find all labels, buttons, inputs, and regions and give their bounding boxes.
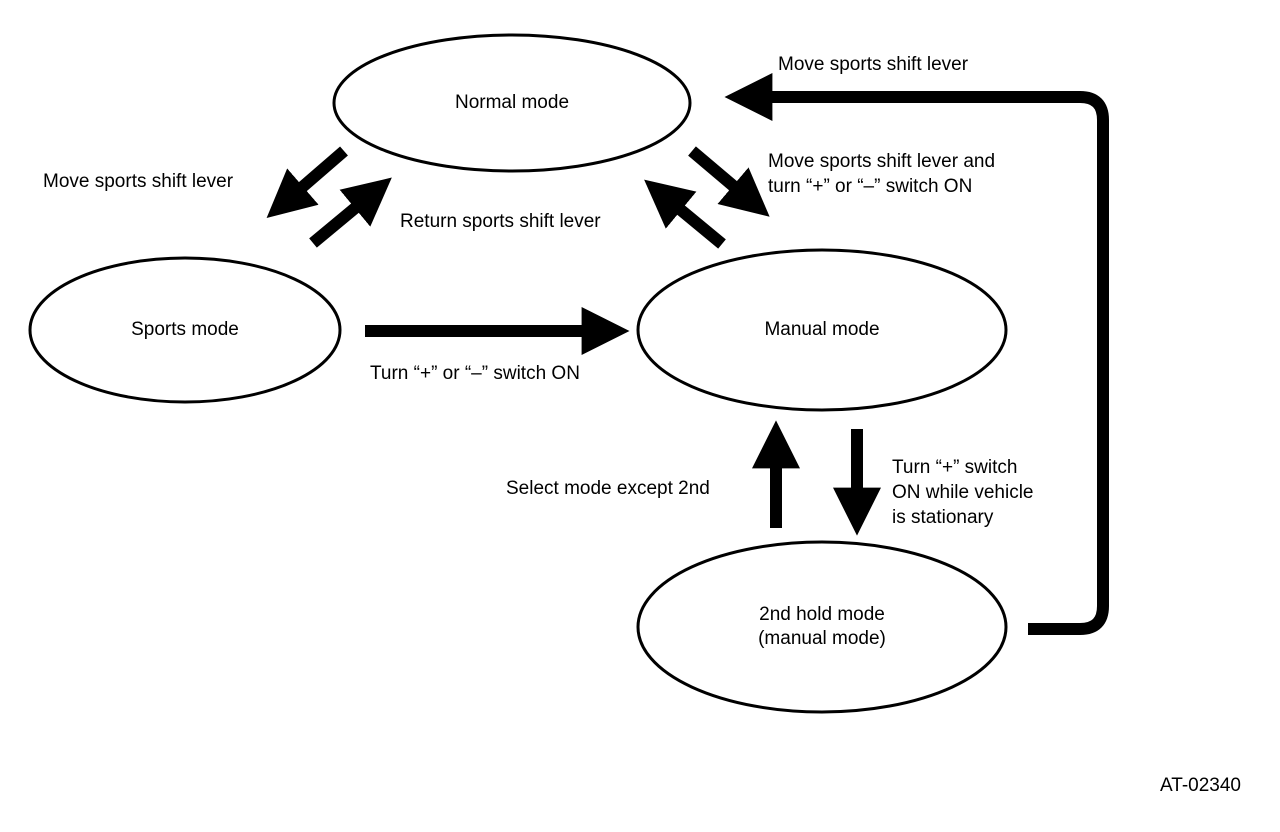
edge-label-manual-to-hold-line1: Turn “+” switch — [892, 457, 1018, 478]
edge-label-normal-to-manual-line2: turn “+” or “–” switch ON — [768, 176, 973, 197]
node-hold-label-line1: 2nd hold mode — [759, 604, 885, 625]
arrow-normal-to-sports — [266, 146, 348, 218]
node-manual-label: Manual mode — [764, 319, 880, 340]
arrow-manual-to-normal — [644, 179, 726, 249]
arrow-sports-to-normal — [309, 177, 392, 248]
node-manual-mode — [636, 248, 1008, 412]
arrow-hold-to-normal — [724, 73, 1109, 635]
edge-label-sports-to-manual: Turn “+” or “–” switch ON — [370, 363, 580, 384]
node-hold-label-line2: (manual mode) — [758, 628, 886, 649]
node-normal-mode — [332, 33, 692, 173]
node-sports-label: Sports mode — [131, 319, 239, 340]
edge-label-hold-to-normal: Move sports shift lever — [778, 54, 969, 75]
arrow-normal-to-manual — [688, 146, 770, 217]
edge-label-manual-to-hold-line2: ON while vehicle — [892, 482, 1034, 503]
edge-label-manual-to-hold-line3: is stationary — [892, 507, 994, 528]
node-sports-mode — [28, 256, 342, 404]
edge-label-hold-to-manual: Select mode except 2nd — [506, 478, 710, 499]
node-2nd-hold-mode — [636, 540, 1008, 714]
figure-id: AT-02340 — [1160, 775, 1241, 796]
edge-label-sports-to-normal: Return sports shift lever — [400, 211, 601, 232]
edge-label-normal-to-sports: Move sports shift lever — [43, 171, 234, 192]
edge-label-normal-to-manual-line1: Move sports shift lever and — [768, 151, 996, 172]
node-normal-label: Normal mode — [454, 92, 570, 113]
